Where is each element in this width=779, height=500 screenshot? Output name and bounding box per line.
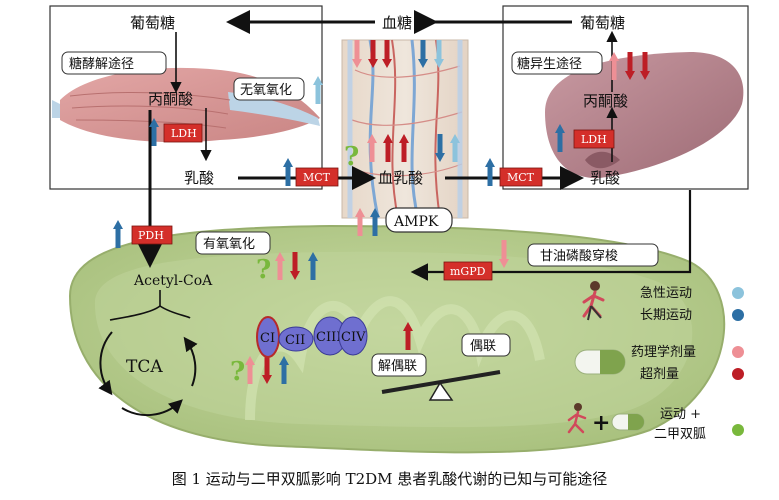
- legend-chronic-label: 长期运动: [640, 308, 692, 323]
- tca-label: TCA: [126, 357, 163, 377]
- legend-supra-dot: [732, 368, 744, 380]
- up-arrow-icon: [149, 118, 159, 146]
- anaerobic-label: 无氧氧化: [240, 83, 292, 98]
- down-arrow-icon: [418, 40, 428, 68]
- glycerol-shuttle-label: 甘油磷酸穿梭: [540, 248, 618, 264]
- up-arrow-icon: [275, 252, 285, 280]
- legend-pharm-label: 药理学剂量: [631, 344, 696, 360]
- down-arrow-icon: [352, 40, 362, 68]
- mgpd-label: mGPD: [450, 265, 486, 278]
- liver-box: [502, 5, 749, 190]
- runner-icon: [582, 281, 605, 321]
- up-arrow-icon: [367, 134, 377, 162]
- possible-effect-marks: ? ? ?: [230, 142, 359, 387]
- svg-text:+: +: [592, 410, 610, 436]
- legend-combo-label-1: 运动 +: [660, 407, 701, 422]
- mct-right-label: MCT: [507, 171, 535, 184]
- complex-iv-label: CIV: [341, 330, 366, 345]
- legend: 急性运动 长期运动 药理学剂量 超剂量 + 运动 + 二甲双胍: [567, 281, 744, 442]
- figure-caption: 图 1 运动与二甲双胍影响 T2DM 患者乳酸代谢的已知与可能途径: [171, 470, 608, 488]
- up-arrow-icon: [555, 124, 565, 152]
- combo-icon: +: [567, 403, 645, 436]
- legend-pharm-dot: [732, 346, 744, 358]
- glucose-left-label: 葡萄糖: [130, 14, 175, 32]
- question-mark-icon: ?: [230, 357, 245, 387]
- up-arrow-icon: [308, 252, 318, 280]
- lactate-left-label: 乳酸: [184, 169, 214, 187]
- ldh-right-label: LDH: [581, 133, 607, 146]
- legend-acute-dot: [732, 287, 744, 299]
- up-arrow-icon: [370, 208, 380, 236]
- down-arrow-icon: [262, 356, 272, 384]
- down-arrow-icon: [368, 40, 378, 68]
- muscle-box: [49, 5, 323, 190]
- pdh-label: PDH: [138, 229, 164, 242]
- pyruvate-left-label: 丙酮酸: [148, 90, 193, 108]
- down-arrow-icon: [382, 40, 392, 68]
- down-arrow-icon: [290, 252, 300, 280]
- legend-chronic-dot: [732, 309, 744, 321]
- down-arrow-icon: [625, 52, 635, 80]
- legend-combo-dot: [732, 424, 744, 436]
- ldh-left-label: LDH: [171, 127, 197, 140]
- up-arrow-icon: [609, 52, 619, 80]
- up-arrow-icon: [283, 158, 293, 186]
- up-arrow-icon: [113, 220, 123, 248]
- up-arrow-icon: [403, 322, 413, 350]
- complex-iii-label: CIII: [316, 330, 341, 345]
- ampk-label: AMPK: [393, 214, 439, 230]
- up-arrow-icon: [485, 158, 495, 186]
- up-arrow-icon: [245, 356, 255, 384]
- complex-i-label: CI: [260, 331, 275, 346]
- blood-glucose-label: 血糖: [382, 14, 412, 32]
- up-arrow-icon: [355, 208, 365, 236]
- mct-left-label: MCT: [303, 171, 331, 184]
- down-arrow-icon: [435, 134, 445, 162]
- enzyme-boxes: LDH MCT MCT LDH PDH mGPD: [131, 123, 615, 281]
- glycolysis-label: 糖酵解途径: [69, 56, 134, 72]
- legend-supra-label: 超剂量: [640, 367, 679, 382]
- legend-acute-label: 急性运动: [640, 286, 692, 301]
- pill-icon: [574, 349, 626, 375]
- legend-combo-label-2: 二甲双胍: [654, 427, 706, 442]
- aerobic-label: 有氧氧化: [203, 237, 255, 252]
- complex-ii-label: CII: [285, 333, 305, 348]
- coupling-seesaw: [381, 370, 501, 401]
- question-mark-icon: ?: [344, 142, 359, 172]
- acetyl-coa-label: Acetyl-CoA: [133, 273, 213, 289]
- up-arrow-icon: [313, 76, 323, 104]
- up-arrow-icon: [399, 134, 409, 162]
- lactate-right-label: 乳酸: [590, 169, 620, 187]
- down-arrow-icon: [499, 240, 509, 268]
- blood-vessel: [341, 39, 469, 219]
- up-arrow-icon: [279, 356, 289, 384]
- tca-cycle: [98, 331, 198, 417]
- glucose-right-label: 葡萄糖: [580, 14, 625, 32]
- boxed-labels: 糖酵解途径 无氧氧化 糖异生途径 有氧氧化 甘油磷酸穿梭 AMPK 解偶联 偶联: [61, 51, 659, 377]
- down-arrow-icon: [640, 52, 650, 80]
- electron-transport-chain: CI CII CIII CIV: [256, 316, 368, 358]
- up-arrow-icon: [450, 134, 460, 162]
- blood-lactate-label: 血乳酸: [378, 169, 423, 187]
- effect-arrows: [113, 40, 650, 384]
- uncoupling-label: 解偶联: [378, 359, 417, 374]
- coupling-label: 偶联: [470, 339, 496, 354]
- text-labels: 葡萄糖 丙酮酸 乳酸 血糖 血乳酸 葡萄糖 丙酮酸 乳酸 Acetyl-CoA …: [126, 14, 628, 377]
- question-mark-icon: ?: [256, 255, 271, 285]
- up-arrow-icon: [383, 134, 393, 162]
- pyruvate-right-label: 丙酮酸: [583, 92, 628, 110]
- gluconeogenesis-label: 糖异生途径: [517, 56, 582, 72]
- down-arrow-icon: [434, 40, 444, 68]
